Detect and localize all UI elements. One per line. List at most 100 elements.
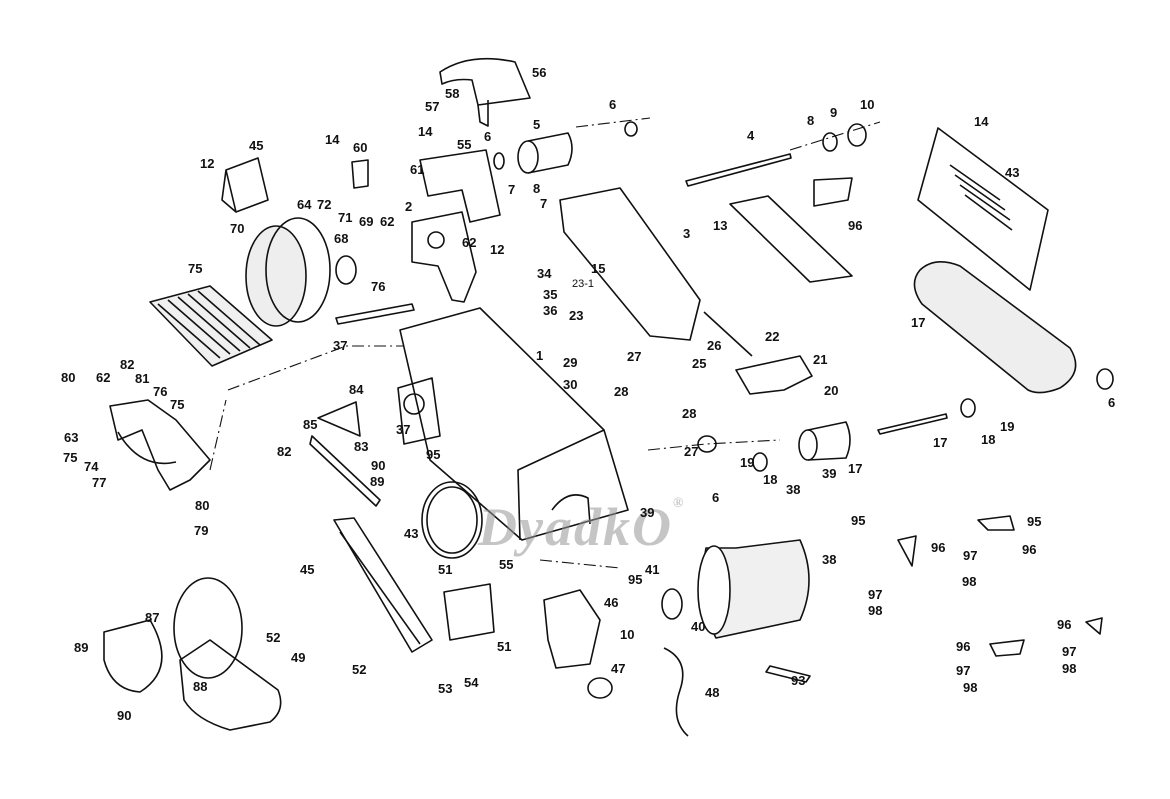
part-label: 80 [195, 498, 210, 513]
part-label: 7 [540, 196, 548, 211]
part-label: 43 [404, 526, 419, 541]
part-86-pulley-wheel [173, 577, 243, 679]
part-label: 84 [349, 382, 364, 397]
part-48-power-cord [663, 647, 689, 737]
part-label: 54 [464, 675, 479, 690]
part-69-rail [335, 303, 415, 325]
part-label: 13 [713, 218, 728, 233]
part-label: 52 [266, 630, 281, 645]
part-label: 5 [533, 117, 541, 132]
part-72-trunnion [117, 431, 177, 465]
part-label: 45 [249, 138, 264, 153]
part-label: 30 [563, 377, 578, 392]
part-label: 55 [457, 137, 472, 152]
part-label: 76 [153, 384, 168, 399]
part-label: 39 [822, 466, 837, 481]
part-label: 26 [707, 338, 722, 353]
part-47-strain-relief [587, 677, 613, 699]
part-label: 82 [120, 357, 135, 372]
watermark: DyadkO® [478, 496, 686, 557]
part-label: 15 [591, 261, 606, 276]
part-label: 6 [609, 97, 617, 112]
part-66-sanding-disc [245, 225, 307, 327]
part-label: 51 [497, 639, 512, 654]
part-label: 71 [338, 210, 353, 225]
part-2-pivot-bracket [411, 211, 477, 303]
part-label: 76 [371, 279, 386, 294]
part-label: 95 [628, 572, 643, 587]
part-18-bearing [752, 452, 768, 472]
part-label: 83 [354, 439, 369, 454]
part-82-protractor [317, 401, 361, 437]
part-label: 28 [614, 384, 629, 399]
part-label: 48 [705, 685, 720, 700]
part-36-motor-plate [397, 377, 441, 445]
part-label: 97 [956, 663, 971, 678]
part-label: 97 [1062, 644, 1077, 659]
part-label: 27 [627, 349, 642, 364]
part-90-wrench [765, 665, 811, 683]
part-label: 23-1 [572, 278, 595, 290]
part-label: 52 [352, 662, 367, 677]
part-22-rod [703, 311, 753, 357]
part-label: 63 [64, 430, 79, 445]
part-label: 17 [848, 461, 863, 476]
part-label: 40 [691, 619, 706, 634]
part-8-bearing [822, 132, 838, 152]
part-label: 75 [170, 397, 185, 412]
part-label: 77 [92, 475, 107, 490]
part-95-foot-plate [897, 535, 917, 567]
part-label: 88 [193, 679, 208, 694]
part-label: 89 [370, 474, 385, 489]
part-label: 6 [1108, 395, 1116, 410]
part-label: 64 [297, 197, 312, 212]
part-95-foot-plate [1085, 617, 1103, 635]
part-label: 20 [824, 383, 839, 398]
part-label: 39 [640, 505, 655, 520]
part-label: 96 [956, 639, 971, 654]
part-label: 37 [396, 422, 411, 437]
part-56-belt-guard-cover [439, 57, 531, 106]
part-label: 85 [303, 417, 318, 432]
part-label: 87 [145, 610, 160, 625]
part-label: 93 [791, 673, 806, 688]
part-label: 98 [962, 574, 977, 589]
part-4-shaft [685, 153, 792, 187]
part-label: 47 [611, 661, 626, 676]
part-label: 7 [508, 182, 516, 197]
part-label: 98 [963, 680, 978, 695]
part-63-disc-plate [265, 217, 331, 323]
part-40-pulley [661, 588, 683, 620]
part-88-guard [103, 619, 163, 693]
part-label: 3 [683, 226, 691, 241]
part-label: 41 [645, 562, 660, 577]
part-91-clip [813, 177, 853, 207]
part-label: 69 [359, 214, 374, 229]
part-label: 96 [848, 218, 863, 233]
part-label: 10 [860, 97, 875, 112]
part-label: 95 [851, 513, 866, 528]
part-label: 6 [484, 129, 492, 144]
part-label: 58 [445, 86, 460, 101]
part-95-foot-plate [977, 515, 1015, 531]
part-label: 4 [747, 128, 755, 143]
part-6-washer [624, 121, 638, 137]
part-5-drum-end [517, 140, 539, 174]
part-label: 6 [712, 490, 720, 505]
part-5-drum [527, 132, 573, 174]
part-label: 61 [410, 162, 425, 177]
part-label: 37 [333, 338, 348, 353]
part-label: 28 [682, 406, 697, 421]
part-label: 22 [765, 329, 780, 344]
part-label: 81 [135, 371, 150, 386]
part-label: 35 [543, 287, 558, 302]
part-label: 12 [200, 156, 215, 171]
part-label: 62 [462, 235, 477, 250]
part-label: 97 [963, 548, 978, 563]
part-label: 80 [61, 370, 76, 385]
part-label: 56 [532, 65, 547, 80]
part-label: 12 [490, 242, 505, 257]
part-label: 17 [911, 315, 926, 330]
part-label: 43 [1005, 165, 1020, 180]
part-label: 36 [543, 303, 558, 318]
